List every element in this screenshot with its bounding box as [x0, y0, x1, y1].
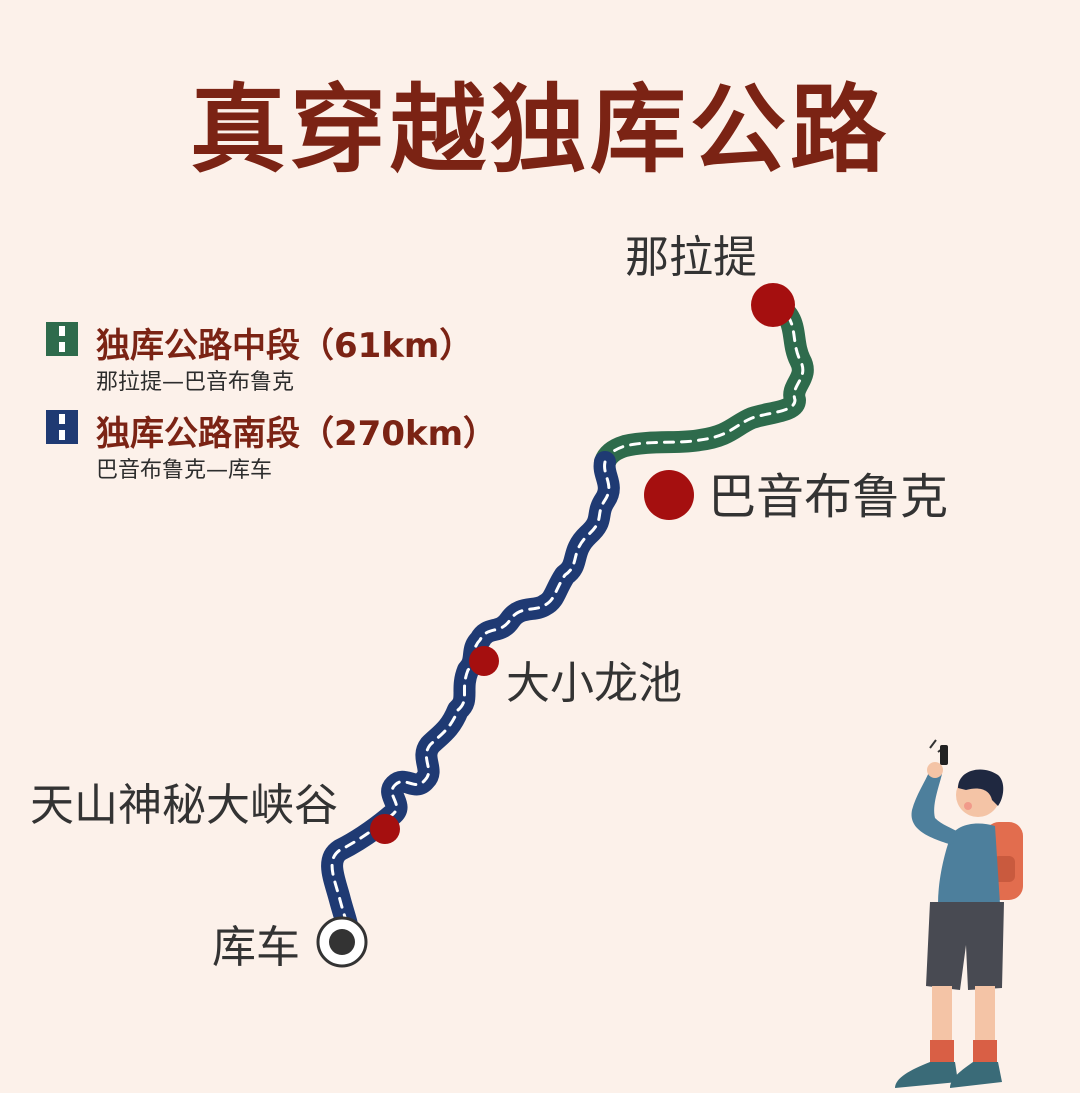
- road-icon: [46, 410, 78, 444]
- middle-section-road: [594, 294, 814, 473]
- road-icon: [46, 322, 78, 356]
- stop-marker-daxiaolongchi: [469, 646, 499, 676]
- stop-marker-bayinbuluke: [644, 470, 694, 520]
- start-marker-kuche: [316, 916, 368, 968]
- place-label-bayinbuluke: 巴音布鲁克: [708, 469, 948, 525]
- stop-marker-canyon: [370, 814, 400, 844]
- legend-subtitle: 巴音布鲁克—库车: [96, 458, 273, 483]
- legend-title: 独库公路中段（61km）: [96, 326, 474, 366]
- hiker-illustration: [895, 739, 1023, 1088]
- legend-title: 独库公路南段（270km）: [96, 414, 498, 454]
- place-label-kuche: 库车: [212, 922, 300, 973]
- stop-marker-nalati: [751, 283, 795, 327]
- place-label-daxiaolongchi: 大小龙池: [506, 658, 682, 709]
- legend-subtitle: 那拉提—巴音布鲁克: [96, 370, 295, 395]
- place-label-canyon: 天山神秘大峡谷: [30, 780, 338, 831]
- place-label-nalati: 那拉提: [625, 232, 757, 283]
- page-title: 真穿越独库公路: [190, 74, 890, 186]
- south-section-road: [321, 451, 620, 943]
